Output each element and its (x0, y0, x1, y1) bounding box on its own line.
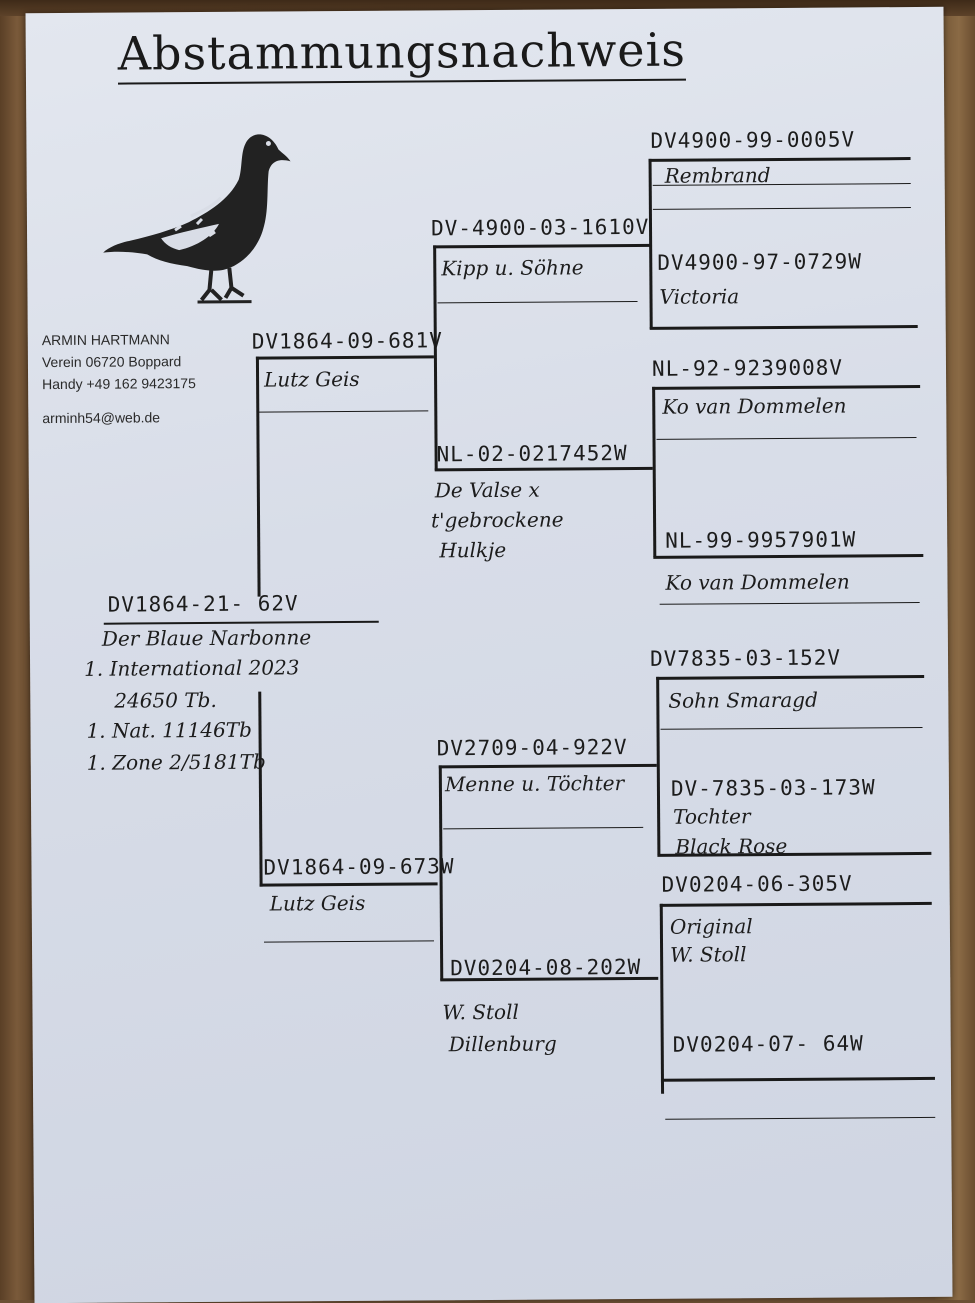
great-grandparent-line: Rembrand (664, 163, 771, 188)
connector-line (263, 940, 434, 943)
grandparent-fm-line: Hulkje (439, 537, 507, 563)
grandparent-fm-line: t'gebrockene (430, 507, 564, 533)
connector-line (103, 620, 379, 625)
great-grandparent-ring: DV7835-03-152V (649, 645, 842, 671)
grandparent-mm-line: W. Stoll (442, 999, 519, 1025)
connector-line (656, 437, 917, 440)
document-title: Abstammungsnachweis (117, 22, 687, 85)
pigeon-illustration (103, 134, 291, 304)
connector-line (255, 355, 434, 360)
great-grandparent-ring: DV0204-06-305V (661, 871, 853, 897)
connector-line (656, 676, 661, 855)
great-grandparent-ring: DV4900-99-0005V (650, 127, 856, 153)
great-grandparent-ring: DV-7835-03-173W (670, 775, 876, 801)
connector-line (258, 691, 263, 887)
connector-line (660, 726, 923, 730)
pigeon-line: 24650 Tb. (114, 687, 217, 713)
owner-info: ARMIN HARTMANN Verein 06720 Boppard Hand… (42, 328, 196, 429)
grandparent-mf-ring: DV2709-04-922V (436, 735, 628, 761)
connector-line (443, 826, 644, 830)
owner-phone: Handy +49 162 9423175 (42, 375, 196, 393)
great-grandparent-line: Original (669, 914, 753, 939)
connector-line (656, 674, 925, 680)
pigeon-line: 1. Zone 2/5181Tb (86, 749, 266, 775)
mother-ring: DV1864-09-673W (263, 854, 455, 880)
connector-line (648, 157, 911, 162)
connector-line (433, 245, 438, 471)
pigeon-line: 1. International 2023 (84, 655, 300, 681)
connector-line (659, 903, 665, 1094)
connector-line (652, 386, 657, 557)
grandparent-mm-ring: DV0204-08-202W (450, 954, 642, 981)
connector-line (660, 1076, 935, 1082)
great-grandparent-line: Black Rose (675, 833, 788, 859)
great-grandparent-ring: NL-99-9957901W (665, 527, 857, 553)
connector-line (652, 384, 921, 390)
great-grandparent-line: Tochter (673, 804, 751, 829)
connector-line (255, 356, 261, 597)
great-grandparent-ring: DV4900-97-0729W (657, 249, 863, 275)
grandparent-mm-line: Dillenburg (448, 1031, 557, 1057)
connector-line (659, 601, 920, 605)
connector-line (434, 466, 653, 472)
grandparent-fm-line: De Valse x (434, 477, 540, 503)
pedigree-sheet: Abstammungsnachweis ARMIN HARTMANN Verei… (25, 6, 953, 1303)
great-grandparent-line: Sohn Smaragd (668, 687, 818, 713)
great-grandparent-ring: NL-92-9239008V (651, 355, 844, 381)
grandparent-ff-line: Kipp u. Söhne (441, 255, 584, 281)
pigeon-ring: DV1864-21- 62V (107, 591, 299, 617)
grandparent-ff-ring: DV-4900-03-1610V (430, 214, 650, 241)
great-grandparent-ring: DV0204-07- 64W (672, 1031, 864, 1057)
great-grandparent-line: Ko van Dommelen (662, 393, 847, 419)
connector-line (665, 1116, 936, 1120)
great-grandparent-line: Victoria (659, 284, 740, 309)
connector-line (259, 882, 438, 887)
grandparent-fm-ring: NL-02-0217452W (436, 441, 628, 467)
owner-name: ARMIN HARTMANN (41, 331, 170, 349)
mother-line: Lutz Geis (269, 890, 366, 916)
connector-line (659, 901, 932, 907)
great-grandparent-line: W. Stoll (670, 942, 747, 967)
connector-line (437, 300, 638, 304)
father-line: Lutz Geis (263, 366, 360, 392)
connector-line (258, 410, 429, 413)
connector-line (653, 553, 924, 559)
connector-line (438, 763, 657, 769)
father-ring: DV1864-09-681V (251, 328, 443, 354)
owner-club: Verein 06720 Boppard (41, 353, 182, 371)
connector-line (433, 243, 652, 249)
grandparent-mf-line: Menne u. Töchter (444, 771, 625, 797)
pigeon-line: 1. Nat. 11146Tb (86, 717, 252, 743)
connector-line (652, 207, 911, 210)
pigeon-line: Der Blaue Narbonne (101, 625, 312, 651)
owner-email: arminh54@web.de (42, 409, 161, 427)
connector-line (649, 324, 918, 330)
great-grandparent-line: Ko van Dommelen (665, 569, 850, 595)
